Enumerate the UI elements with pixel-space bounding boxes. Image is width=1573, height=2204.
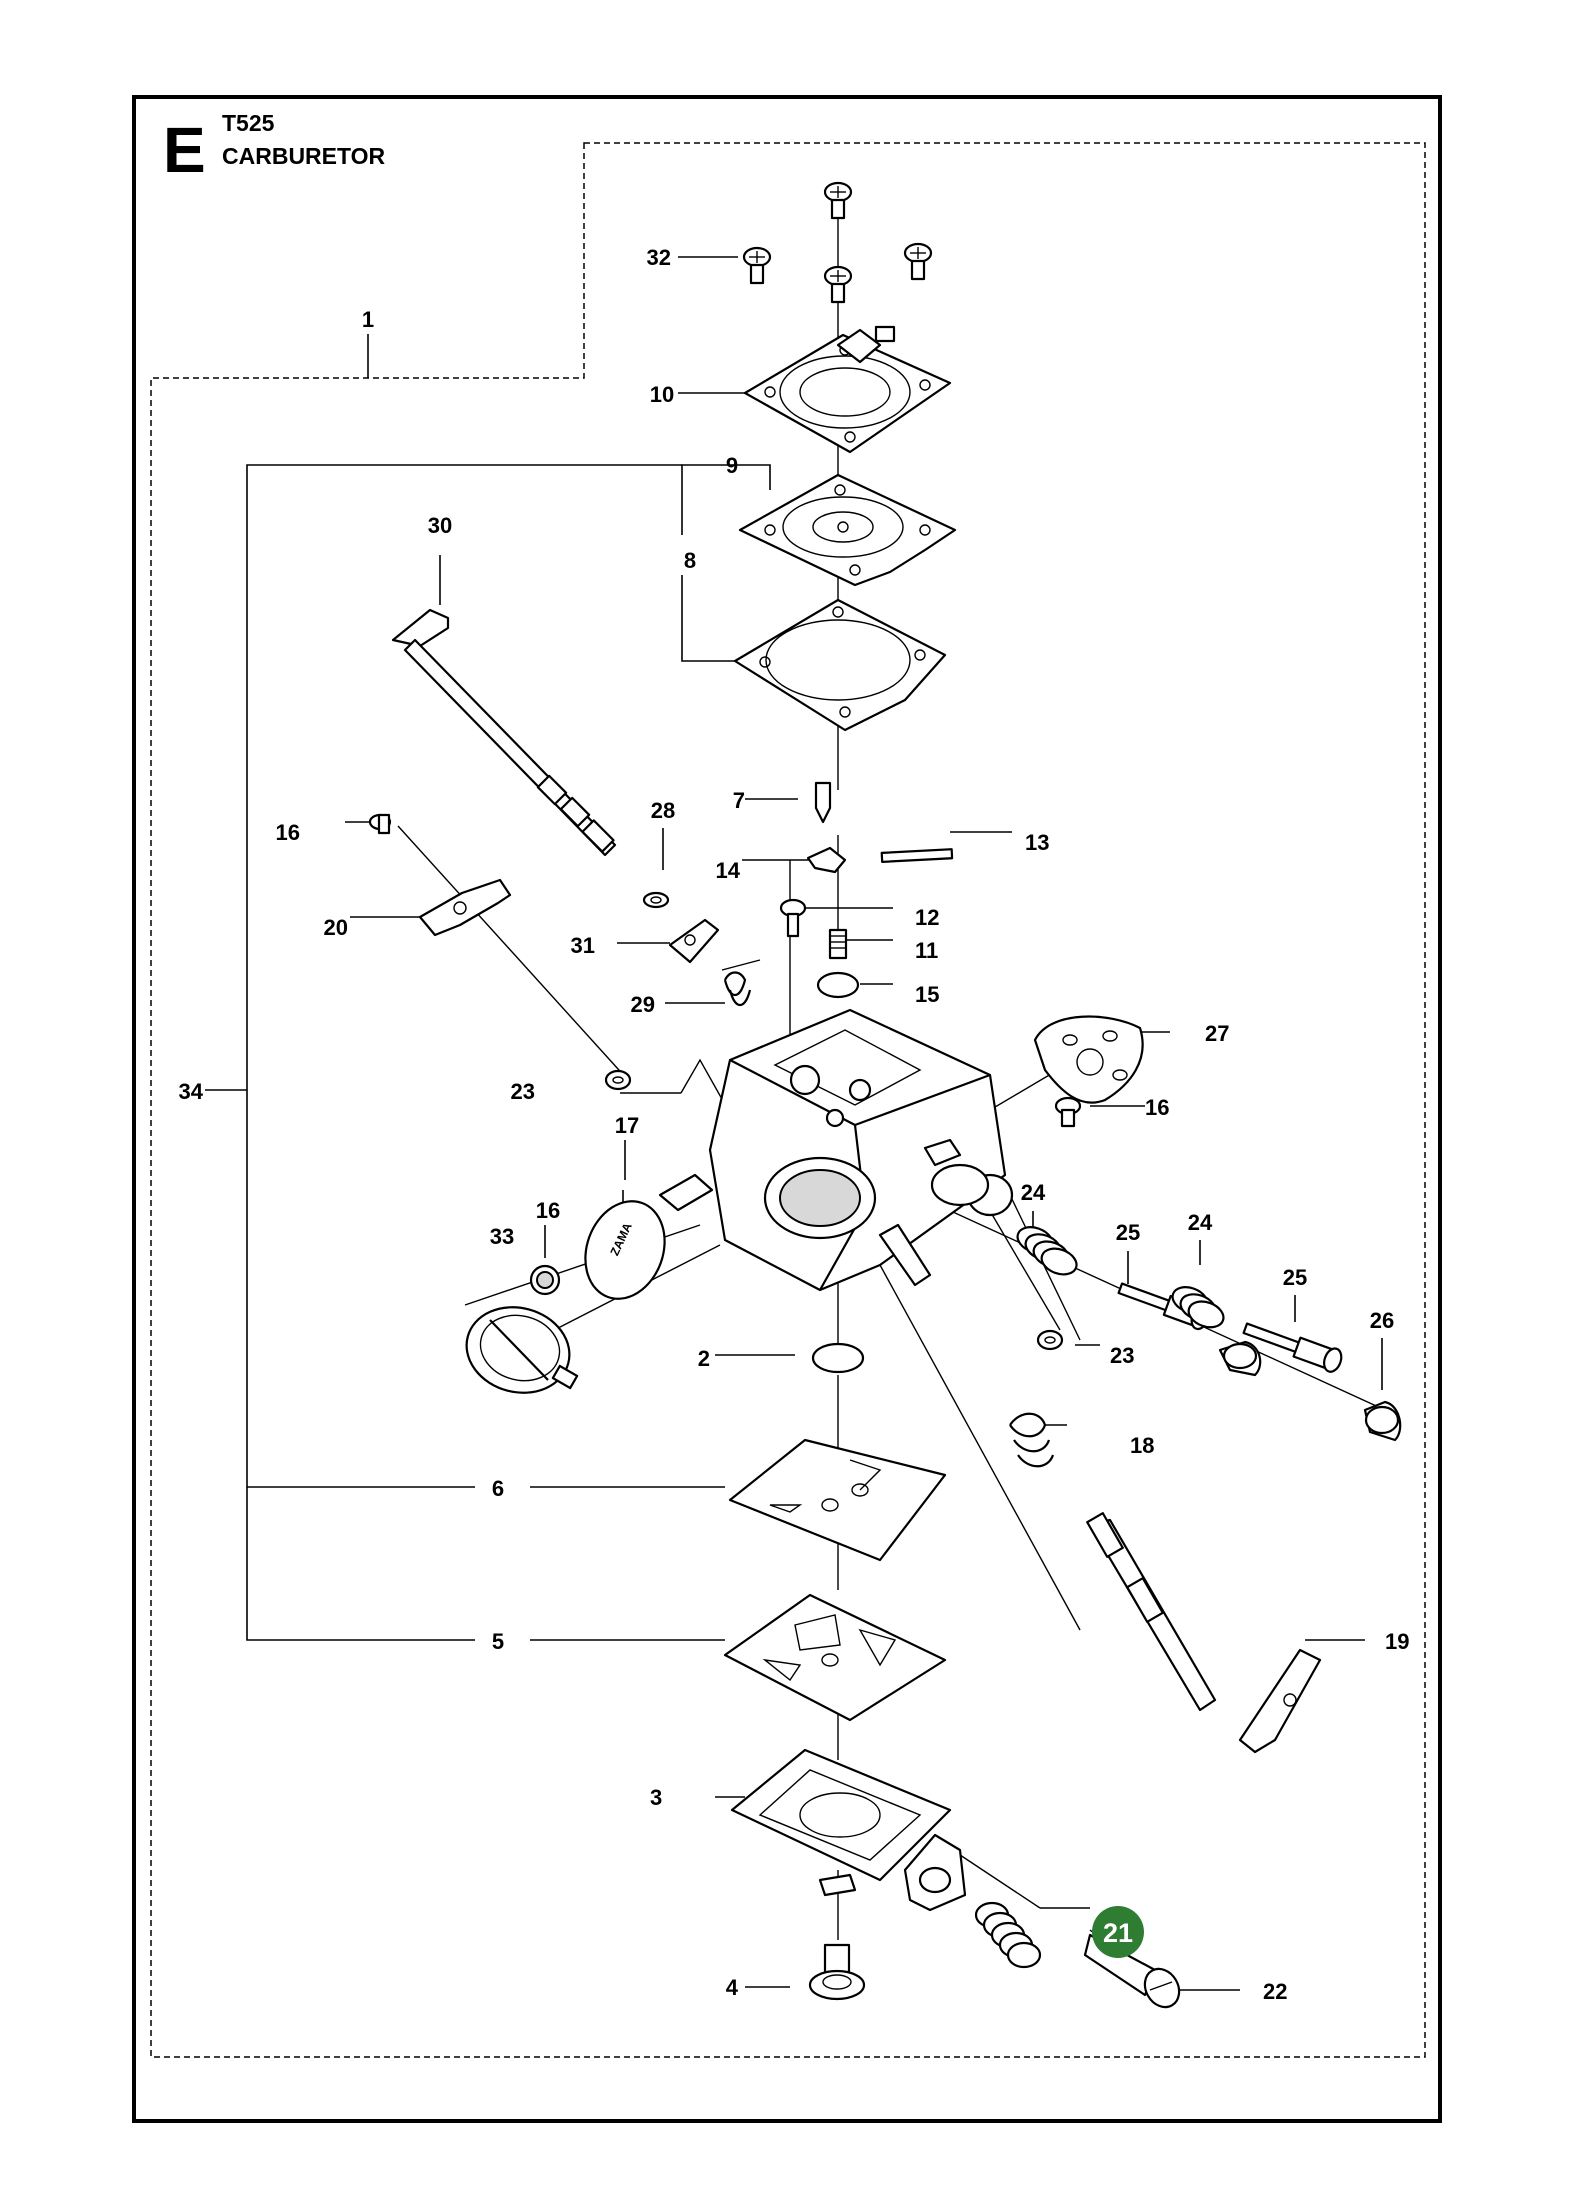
- callout-29: 29: [631, 992, 655, 1017]
- callout-7: 7: [733, 788, 745, 813]
- gasket-5: [723, 1593, 947, 1722]
- callout-20: 20: [324, 915, 348, 940]
- callout-27: 27: [1205, 1021, 1229, 1046]
- spring-21: [974, 1901, 1042, 1969]
- pump-diaphragm-9: [738, 473, 957, 587]
- callout-31: 31: [571, 933, 595, 958]
- cover-plate-27: [1033, 1015, 1144, 1128]
- callout-32: 32: [647, 245, 671, 270]
- callout-23-left: 23: [511, 1079, 535, 1104]
- left-side-parts: ZAMA: [465, 1200, 666, 1394]
- screw-4: [808, 1943, 866, 2001]
- callout-25-left: 25: [1116, 1220, 1140, 1245]
- assembly-boundary: [150, 142, 1426, 2058]
- gasket-6: [728, 1438, 947, 1562]
- section-letter: E: [163, 114, 206, 186]
- disc-2: [811, 1342, 865, 1374]
- callout-16-left: 16: [536, 1198, 560, 1223]
- gasket-8: [733, 598, 947, 732]
- callout-33: 33: [490, 1224, 514, 1249]
- callout-4: 4: [726, 1975, 739, 2000]
- callout-25-right: 25: [1283, 1265, 1307, 1290]
- callout-24-right: 24: [1188, 1210, 1213, 1235]
- callout-19: 19: [1385, 1629, 1409, 1654]
- callout-16-top: 16: [276, 820, 300, 845]
- metering-cover-3: [730, 1748, 967, 1912]
- callout-30: 30: [428, 513, 452, 538]
- screw-32-group: [742, 181, 933, 304]
- adjuster-parts: [1016, 1226, 1402, 1442]
- callout-22: 22: [1263, 1979, 1287, 2004]
- callout-8: 8: [684, 548, 696, 573]
- metering-parts: [779, 781, 954, 999]
- callout-16-right: 16: [1145, 1095, 1169, 1120]
- callout-34: 34: [179, 1079, 204, 1104]
- choke-shaft-30: [391, 608, 617, 857]
- callout-21-highlight: [1092, 1906, 1144, 1958]
- callout-labels: 1 2 3 4 5 6 7 8 9 10 11 12 13 14 15 16 1…: [179, 245, 1410, 2004]
- circlips-23: [604, 1069, 1064, 1351]
- leader-lines: [205, 198, 1386, 1991]
- callout-12: 12: [915, 905, 939, 930]
- model-number: T525: [222, 110, 275, 136]
- callout-10: 10: [650, 382, 674, 407]
- callout-2: 2: [698, 1346, 710, 1371]
- callout-1: 1: [362, 307, 374, 332]
- pump-cover-10: [743, 325, 952, 454]
- choke-lever-parts: [368, 813, 512, 937]
- callout-28: 28: [651, 798, 675, 823]
- callout-5: 5: [492, 1629, 504, 1654]
- callout-18: 18: [1130, 1433, 1154, 1458]
- callout-15: 15: [915, 982, 939, 1007]
- callout-21: 21: [1103, 1918, 1133, 1948]
- callout-13: 13: [1025, 830, 1049, 855]
- carburetor-body: [658, 1008, 1014, 1292]
- callout-17: 17: [615, 1113, 639, 1138]
- choke-small-parts: [642, 891, 761, 1007]
- section-title: CARBURETOR: [222, 143, 386, 169]
- callout-23-right: 23: [1110, 1343, 1134, 1368]
- callout-24-left: 24: [1021, 1180, 1046, 1205]
- callout-11: 11: [915, 938, 938, 963]
- callout-26: 26: [1370, 1308, 1394, 1333]
- callout-6: 6: [492, 1476, 504, 1501]
- callout-9: 9: [726, 453, 738, 478]
- callout-14: 14: [716, 858, 741, 883]
- throttle-parts: [1009, 1412, 1322, 1754]
- callout-3: 3: [650, 1785, 662, 1810]
- page-frame: [132, 95, 1442, 2123]
